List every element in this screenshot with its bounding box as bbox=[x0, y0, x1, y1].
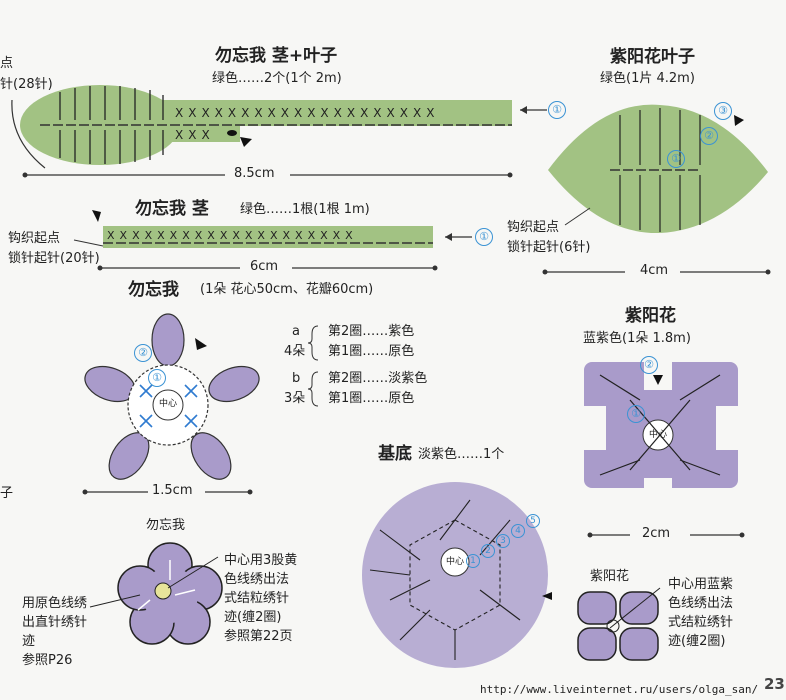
stem-start-label: 钩织起点 bbox=[8, 231, 61, 246]
legend-b-row1: 第1圈……原色 bbox=[328, 391, 415, 406]
forgetmenot-title: 勿忘我 bbox=[128, 280, 179, 300]
hydrangea-title: 紫阳花 bbox=[625, 306, 676, 326]
note-line: 参照第22页 bbox=[224, 629, 293, 644]
legend-b-letter: b bbox=[292, 371, 301, 386]
source-url: http://www.liveinternet.ru/users/olga_sa… bbox=[480, 683, 759, 696]
round-marker: ① bbox=[475, 228, 493, 246]
note-line: 出直针绣针 bbox=[22, 615, 88, 630]
stem-leaf-chart: XXXXXXXXXXXXXXXXXXXX XXX bbox=[11, 85, 547, 178]
leaf-length: 4cm bbox=[640, 263, 669, 278]
round-2-marker: ② bbox=[640, 356, 658, 374]
note-line: 用原色线绣 bbox=[22, 596, 88, 611]
center-label: 中心 bbox=[446, 557, 465, 567]
note-line: 式结粒绣针 bbox=[224, 591, 290, 606]
forgetmenot-finished bbox=[89, 542, 223, 645]
hydrangea-leaf-subtitle: 绿色(1片 4.2m) bbox=[600, 71, 695, 86]
round-2-marker: ② bbox=[134, 344, 152, 362]
base-subtitle: 淡紫色……1个 bbox=[418, 447, 505, 462]
forgetmenot-chart bbox=[82, 313, 319, 495]
legend-b-count: 3朵 bbox=[284, 391, 306, 406]
leaf-chain-label: 锁针起针(6针) bbox=[507, 240, 591, 255]
stem-length: 6cm bbox=[250, 259, 279, 274]
note-line: 参照P26 bbox=[22, 653, 73, 668]
note-line: 色线绣出法 bbox=[224, 572, 290, 587]
center-label: 中心 bbox=[159, 399, 178, 409]
legend-a-row1: 第1圈……原色 bbox=[328, 344, 415, 359]
round-1-marker: ① bbox=[627, 405, 645, 423]
note-line: 色线绣出法 bbox=[668, 596, 734, 611]
note-line: 迹(缠2圈) bbox=[224, 610, 282, 625]
svg-text:XXXXXXXXXXXXXXXXXXXX: XXXXXXXXXXXXXXXXXXXX bbox=[175, 106, 439, 120]
stem-chain-label: 锁针起针(20针) bbox=[8, 251, 100, 266]
stem-leaf-length: 8.5cm bbox=[234, 166, 275, 181]
round-marker: 1 bbox=[466, 554, 480, 568]
leaf-start-label: 钩织起点 bbox=[507, 220, 560, 235]
note-line: 中心用3股黄 bbox=[224, 553, 298, 568]
forgetmenot-subtitle: (1朵 花心50cm、花瓣60cm) bbox=[200, 282, 374, 297]
base-title: 基底 bbox=[378, 444, 412, 464]
clipped-text: 点 bbox=[0, 56, 14, 71]
round-marker: 3 bbox=[496, 534, 510, 548]
stem-leaf-subtitle: 绿色……2个(1个 2m) bbox=[212, 71, 342, 86]
fmn-finish-title: 勿忘我 bbox=[146, 518, 186, 533]
round-1-marker: ① bbox=[148, 369, 166, 387]
legend-a-row2: 第2圈……紫色 bbox=[328, 324, 415, 339]
svg-text:XXXXXXXXXXXXXXXXXXXX: XXXXXXXXXXXXXXXXXXXX bbox=[107, 229, 358, 242]
legend-b-row2: 第2圈……淡紫色 bbox=[328, 371, 428, 386]
stem-leaf-title: 勿忘我 茎+叶子 bbox=[215, 46, 338, 66]
round-3-marker: ③ bbox=[714, 102, 732, 120]
base-chart bbox=[362, 482, 552, 668]
clipped-text: 子 bbox=[0, 486, 14, 501]
note-line: 迹 bbox=[22, 634, 36, 649]
hydrangea-chart bbox=[584, 362, 745, 538]
round-1-marker: ① bbox=[667, 150, 685, 168]
hydrangea-leaf-title: 紫阳花叶子 bbox=[610, 47, 695, 67]
note-line: 迹(缠2圈) bbox=[668, 634, 726, 649]
legend-a-count: 4朵 bbox=[284, 344, 306, 359]
forgetmenot-length: 1.5cm bbox=[152, 483, 193, 498]
page-number: 23 bbox=[764, 675, 785, 693]
center-label: 中心 bbox=[649, 430, 668, 440]
round-2-marker: ② bbox=[700, 127, 718, 145]
hyd-finish-title: 紫阳花 bbox=[590, 569, 630, 584]
hydrangea-subtitle: 蓝紫色(1朵 1.8m) bbox=[583, 331, 691, 346]
svg-text:XXX: XXX bbox=[175, 128, 215, 142]
stem-chart: XXXXXXXXXXXXXXXXXXXX bbox=[73, 210, 472, 271]
stem-title: 勿忘我 茎 bbox=[135, 199, 209, 219]
hydrangea-length: 2cm bbox=[642, 526, 671, 541]
legend-a-letter: a bbox=[292, 324, 300, 339]
round-marker: 5 bbox=[526, 514, 540, 528]
round-marker: 2 bbox=[481, 544, 495, 558]
round-marker: ① bbox=[548, 101, 566, 119]
note-line: 中心用蓝紫 bbox=[668, 577, 734, 592]
clipped-text: 针(28针) bbox=[0, 77, 53, 92]
hydrangea-finished bbox=[577, 587, 661, 661]
round-marker: 4 bbox=[511, 524, 525, 538]
stem-subtitle: 绿色……1根(1根 1m) bbox=[240, 202, 370, 217]
note-line: 式结粒绣针 bbox=[668, 615, 734, 630]
